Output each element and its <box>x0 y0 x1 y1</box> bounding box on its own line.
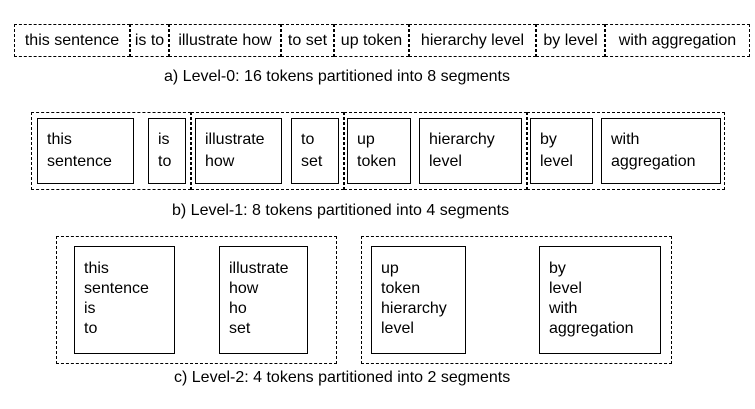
token-word: to <box>84 320 98 337</box>
token-word: level <box>381 320 414 337</box>
token-word: illustrate <box>205 131 265 148</box>
level0-segment: to set <box>281 24 334 57</box>
token-word: up <box>381 260 399 277</box>
token-word: ho <box>229 300 247 317</box>
level0-segment: this sentence <box>14 24 130 57</box>
level0-segment: hierarchy level <box>409 24 536 57</box>
token-word: is <box>158 131 170 148</box>
level1-token-box: is to <box>148 118 186 184</box>
level2-caption: c) Level-2: 4 tokens partitioned into 2 … <box>174 369 511 386</box>
level0-segment: up token <box>334 24 409 57</box>
token-word: level <box>429 153 462 170</box>
level2-token-box: up token hierarchy level <box>371 246 466 354</box>
token-word: how <box>229 280 259 297</box>
token-word: to <box>158 153 172 170</box>
level0-segment: with aggregation <box>605 24 750 57</box>
level1-token-box: up token <box>347 118 411 184</box>
level0-caption: a) Level-0: 16 tokens partitioned into 8… <box>164 68 510 85</box>
token-word: level <box>540 153 573 170</box>
level0-segment: is to <box>130 24 169 57</box>
token-word: set <box>301 153 323 170</box>
token-word: level <box>549 280 582 297</box>
token-word: set <box>229 320 251 337</box>
token-word: by <box>540 131 557 148</box>
level2-token-box: by level with aggregation <box>539 246 661 354</box>
token-word: this <box>84 260 109 277</box>
token-word: hierarchy <box>429 131 495 148</box>
level2-segment <box>56 236 337 364</box>
token-word: up <box>357 131 375 148</box>
token-word: sentence <box>47 153 112 170</box>
token-word: this <box>47 131 72 148</box>
token-word: hierarchy <box>381 300 447 317</box>
token-word: token <box>357 153 397 170</box>
token-word: is <box>84 300 96 317</box>
level1-token-box: with aggregation <box>601 118 721 184</box>
level1-token-box: by level <box>530 118 593 184</box>
level2-token-box: illustrate how ho set <box>219 246 308 354</box>
token-word: token <box>381 280 421 297</box>
level1-segment <box>191 112 344 190</box>
token-word: with <box>611 131 640 148</box>
token-word: aggregation <box>549 320 634 337</box>
token-word: by <box>549 260 566 277</box>
level2-token-box: this sentence is to <box>74 246 175 354</box>
token-word: to <box>301 131 315 148</box>
level1-segment <box>344 112 527 190</box>
token-word: illustrate <box>229 260 289 277</box>
level0-segment: illustrate how <box>169 24 281 57</box>
token-word: with <box>549 300 578 317</box>
level1-token-box: hierarchy level <box>419 118 522 184</box>
level1-token-box: illustrate how <box>195 118 282 184</box>
level1-caption: b) Level-1: 8 tokens partitioned into 4 … <box>172 202 510 219</box>
level1-token-box: to set <box>291 118 339 184</box>
level2-segment <box>361 236 672 364</box>
level1-segment <box>527 112 725 190</box>
token-word: how <box>205 153 235 170</box>
token-word: aggregation <box>611 153 696 170</box>
level0-segment: by level <box>536 24 605 57</box>
level1-segment <box>31 112 191 190</box>
token-word: sentence <box>84 280 149 297</box>
level1-token-box: this sentence <box>37 118 134 184</box>
